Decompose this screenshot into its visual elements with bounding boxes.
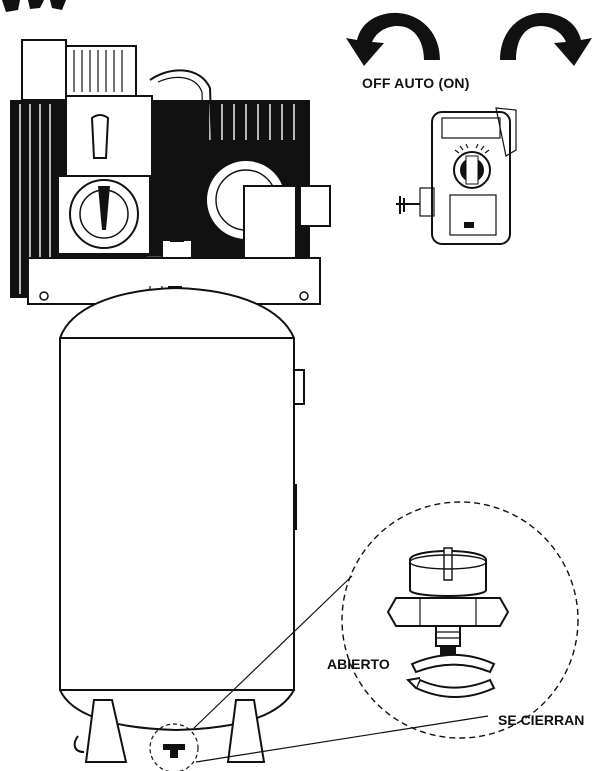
valve-close-label: SE CIERRAN bbox=[498, 712, 585, 728]
pressure-switch bbox=[396, 107, 517, 245]
air-tank bbox=[59, 286, 305, 771]
valve-open-label: ABIERTO bbox=[327, 656, 390, 672]
callout-leader-lines bbox=[193, 575, 489, 763]
rotate-left-arrow-icon bbox=[346, 12, 440, 66]
compressor-pump bbox=[10, 39, 331, 305]
switch-position-label: OFF AUTO (ON) bbox=[362, 75, 470, 91]
cropped-header-fragment bbox=[2, 0, 66, 12]
drain-valve-detail bbox=[341, 501, 579, 739]
rotate-right-arrow-icon bbox=[500, 12, 592, 66]
